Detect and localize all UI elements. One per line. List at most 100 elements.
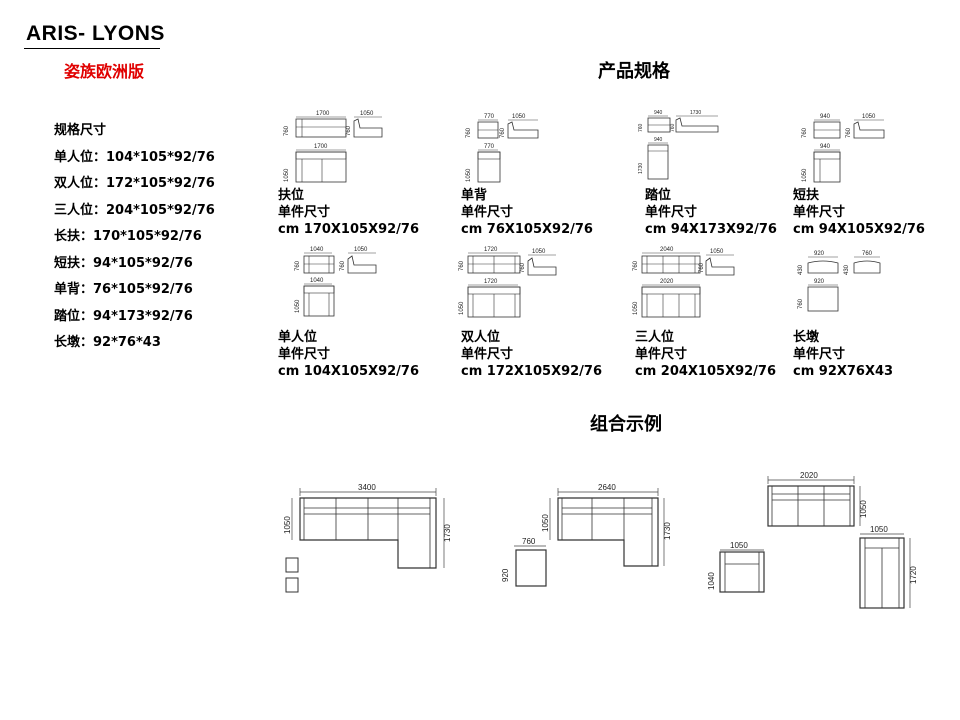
product-size-label: 单件尺寸 [461, 347, 514, 362]
product-caption: 三人位 单件尺寸 cm 204X105X92/76 [635, 329, 776, 380]
svg-text:940: 940 [820, 114, 831, 120]
svg-text:760: 760 [846, 127, 852, 138]
svg-text:1040: 1040 [310, 247, 324, 253]
product-drawing-short-arm: 940 760 1050 760 940 1050 [802, 114, 885, 183]
product-caption: 单背 单件尺寸 cm 76X105X92/76 [461, 187, 593, 238]
svg-text:760: 760 [522, 537, 536, 546]
svg-text:1700: 1700 [316, 111, 330, 117]
svg-text:1730: 1730 [663, 522, 672, 540]
product-drawing-single-back: 770 760 1050 760 770 1050 [466, 114, 539, 183]
product-drawing-arm-unit: 1700 760 1050 760 1700 1050 [284, 111, 383, 183]
product-drawing-ottoman: 920 430 760 430 920 760 [798, 251, 881, 312]
svg-text:430: 430 [798, 264, 804, 275]
svg-text:2640: 2640 [598, 483, 616, 492]
product-caption: 扶位 单件尺寸 cm 170X105X92/76 [278, 187, 419, 238]
product-size-label: 单件尺寸 [645, 205, 698, 220]
svg-text:1730: 1730 [638, 163, 644, 174]
svg-text:1050: 1050 [283, 516, 292, 534]
svg-text:760: 760 [459, 260, 465, 271]
product-name: 短扶 [793, 188, 820, 203]
svg-text:760: 760 [346, 125, 352, 136]
product-drawing-three-seat: 2040 760 1050 760 2020 1050 [633, 247, 735, 318]
product-caption: 短扶 单件尺寸 cm 94X105X92/76 [793, 187, 925, 238]
product-size-label: 单件尺寸 [793, 347, 846, 362]
series-subtitle: 姿族欧洲版 [64, 62, 145, 81]
svg-text:760: 760 [520, 262, 526, 273]
svg-text:1050: 1050 [360, 111, 374, 117]
svg-text:760: 760 [862, 251, 873, 257]
svg-text:760: 760 [699, 262, 705, 273]
svg-text:1050: 1050 [295, 299, 301, 313]
product-caption: 踏位 单件尺寸 cm 94X173X92/76 [645, 187, 777, 238]
svg-text:430: 430 [844, 264, 850, 275]
svg-text:2040: 2040 [660, 247, 674, 253]
svg-text:760: 760 [500, 127, 506, 138]
svg-text:2020: 2020 [800, 471, 818, 480]
svg-text:2020: 2020 [660, 279, 674, 285]
product-size-label: 单件尺寸 [278, 347, 331, 362]
svg-text:1040: 1040 [707, 572, 716, 590]
svg-text:1050: 1050 [512, 114, 526, 120]
svg-text:1050: 1050 [859, 500, 868, 518]
svg-text:760: 760 [466, 127, 472, 138]
product-name: 踏位 [645, 188, 672, 203]
product-name: 三人位 [635, 330, 675, 345]
svg-text:760: 760 [295, 260, 301, 271]
svg-text:1730: 1730 [443, 524, 452, 542]
brand-title: ARIS- LYONS [26, 22, 165, 45]
product-size: cm 92X76X43 [793, 364, 894, 379]
svg-text:1720: 1720 [484, 247, 498, 253]
svg-text:1050: 1050 [459, 301, 465, 315]
spec-item: 单背：76*105*92/76 [54, 282, 193, 297]
svg-text:1720: 1720 [909, 566, 918, 584]
svg-text:1050: 1050 [710, 249, 724, 255]
svg-text:940: 940 [654, 137, 663, 143]
product-size: cm 104X105X92/76 [278, 364, 420, 379]
product-spec-heading: 产品规格 [598, 61, 670, 82]
product-size: cm 94X105X92/76 [793, 222, 925, 237]
svg-text:1050: 1050 [802, 168, 808, 182]
product-name: 单背 [461, 188, 488, 203]
svg-text:760: 760 [670, 123, 676, 132]
spec-item: 踏位：94*173*92/76 [54, 308, 193, 324]
product-size: cm 94X173X92/76 [645, 222, 777, 237]
svg-text:940: 940 [654, 110, 663, 116]
svg-text:760: 760 [798, 298, 804, 309]
spec-item: 长扶：170*105*92/76 [54, 229, 202, 244]
svg-text:1040: 1040 [310, 278, 324, 284]
svg-text:760: 760 [340, 260, 346, 271]
product-size: cm 170X105X92/76 [278, 222, 420, 237]
svg-text:920: 920 [814, 251, 825, 257]
product-drawing-chaise: 940 760 1730 760 940 1730 [638, 110, 719, 180]
product-size-label: 单件尺寸 [793, 205, 846, 220]
svg-text:1050: 1050 [284, 168, 290, 182]
spec-item: 双人位：172*105*92/76 [54, 176, 215, 191]
svg-text:760: 760 [633, 260, 639, 271]
product-size: cm 204X105X92/76 [635, 364, 777, 379]
spec-list-title: 规格尺寸 [54, 123, 107, 138]
spec-list: 规格尺寸 单人位：104*105*92/76 双人位：172*105*92/76… [54, 118, 215, 357]
svg-text:1720: 1720 [484, 279, 498, 285]
svg-text:1050: 1050 [541, 514, 550, 532]
svg-text:1050: 1050 [354, 247, 368, 253]
svg-text:1700: 1700 [314, 144, 328, 150]
product-size-label: 单件尺寸 [278, 205, 331, 220]
combo-layout-2: 2640 1050 1730 760 920 [501, 483, 672, 587]
product-caption: 长墩 单件尺寸 cm 92X76X43 [793, 329, 893, 380]
product-name: 单人位 [278, 330, 318, 345]
svg-text:940: 940 [820, 144, 831, 150]
svg-text:920: 920 [814, 279, 825, 285]
product-name: 扶位 [278, 188, 305, 203]
combo-layout-3: 2020 1050 1050 1040 1050 1720 [707, 471, 918, 609]
svg-text:920: 920 [501, 568, 510, 582]
svg-text:1730: 1730 [690, 110, 701, 116]
svg-text:770: 770 [484, 144, 495, 150]
svg-text:1050: 1050 [532, 249, 546, 255]
svg-text:760: 760 [802, 127, 808, 138]
spec-item: 长墩：92*76*43 [54, 335, 161, 350]
product-size: cm 172X105X92/76 [461, 364, 603, 379]
combo-examples-heading: 组合示例 [590, 414, 662, 435]
combo-layout-1: 3400 1050 1730 [283, 483, 452, 593]
product-size-label: 单件尺寸 [635, 347, 688, 362]
svg-text:770: 770 [484, 114, 495, 120]
